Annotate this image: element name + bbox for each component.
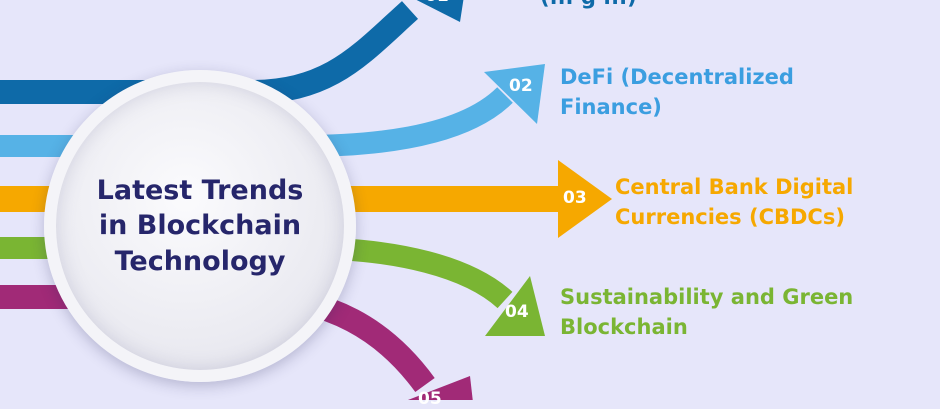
trend-02-number: 02 xyxy=(509,76,533,96)
trend-04-label: Sustainability and Green Blockchain xyxy=(560,282,890,343)
trend-01-label: (... g ...) xyxy=(540,0,637,12)
trend-02-text: DeFi (Decentralized Finance) xyxy=(560,65,794,120)
trend-02-label: DeFi (Decentralized Finance) xyxy=(560,62,830,123)
trend-05-number: 05 xyxy=(418,389,442,409)
trend-03-label: Central Bank Digital Currencies (CBDCs) xyxy=(615,172,915,233)
trend-03-number: 03 xyxy=(563,188,587,208)
trend-01-number: 01 xyxy=(425,0,449,6)
infographic: Latest Trends in Blockchain Technology 0… xyxy=(0,0,915,409)
trend-04-number: 04 xyxy=(505,302,529,322)
trend-04-text: Sustainability and Green Blockchain xyxy=(560,285,854,340)
hub-title: Latest Trends in Blockchain Technology xyxy=(96,175,304,277)
center-hub: Latest Trends in Blockchain Technology xyxy=(44,70,356,382)
trend-03-text: Central Bank Digital Currencies (CBDCs) xyxy=(615,175,854,230)
